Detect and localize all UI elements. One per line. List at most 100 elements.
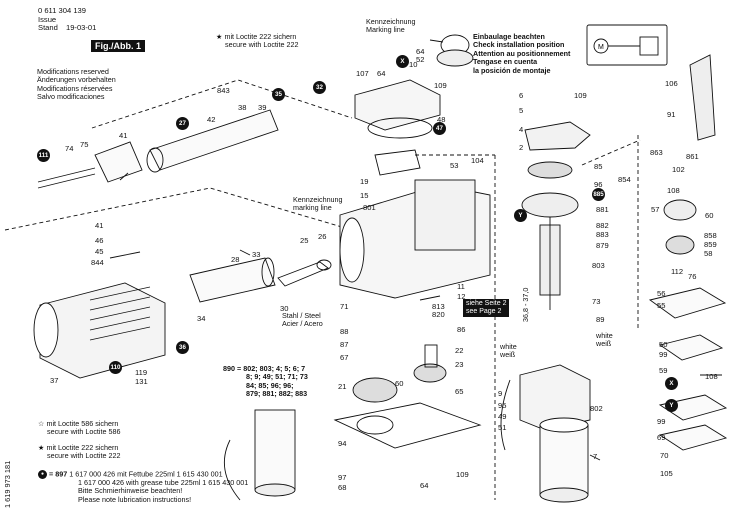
- part-callout: 813: [432, 302, 445, 311]
- part-callout: 48: [437, 115, 446, 124]
- part-callout: 89: [596, 315, 605, 324]
- marking-line-top: Kennzeichnung Marking line: [366, 17, 416, 35]
- part-callout: 64: [416, 47, 425, 56]
- wire-color-left: white weiß: [500, 342, 517, 360]
- part-callout: 88: [340, 327, 349, 336]
- part-callout: 105: [660, 469, 673, 478]
- callout-badge: Y: [514, 209, 527, 222]
- part-callout: 22: [455, 346, 464, 355]
- part-callout: 97: [338, 473, 347, 482]
- part-callout: 56: [657, 289, 666, 298]
- part-callout: 45: [95, 247, 104, 256]
- part-callout: 99: [659, 350, 668, 359]
- modifications-note: Modifications reserved Änderungen vorbeh…: [37, 67, 116, 102]
- part-callout: 11: [457, 282, 465, 291]
- part-callout: 73: [592, 297, 601, 306]
- part-callout: 39: [258, 103, 267, 112]
- part-callout: 106: [665, 79, 678, 88]
- part-callout: 109: [574, 91, 587, 100]
- loctite-586-note: ☆ mit Loctite 586 sichern secure with Lo…: [38, 419, 121, 437]
- part-callout: 60: [395, 379, 404, 388]
- part-callout: 69: [657, 433, 666, 442]
- marking-line-mid: Kennzeichnung marking line: [293, 195, 343, 213]
- part-callout: 104: [471, 156, 484, 165]
- part-callout: 843: [217, 86, 230, 95]
- issue-date: 19-03-01: [65, 23, 97, 33]
- part-callout: 854: [618, 175, 631, 184]
- part-callout: 85: [594, 162, 603, 171]
- callout-badge: X: [396, 55, 409, 68]
- part-callout: 859: [704, 240, 717, 249]
- star-icon: ★: [38, 443, 47, 452]
- part-callout: 108: [705, 372, 718, 381]
- part-callout: 67: [340, 353, 349, 362]
- callout-badge: 36: [176, 341, 189, 354]
- part-callout: 5: [519, 106, 524, 115]
- part-callout: 68: [338, 483, 347, 492]
- callout-badge: 111: [37, 149, 50, 162]
- part-callout: 64: [377, 69, 386, 78]
- part-callout: 58: [704, 249, 713, 258]
- part-callout: 881: [596, 205, 609, 214]
- part-callout: 64: [420, 481, 429, 490]
- part-callout: 10: [409, 60, 418, 69]
- part-callout: 53: [450, 161, 459, 170]
- part-callout: 119: [135, 368, 148, 377]
- part-callout: 6: [519, 91, 524, 100]
- part-callout: 882: [596, 221, 609, 230]
- figure-label: Fig./Abb. 1: [91, 40, 145, 52]
- part-callout: 4: [519, 125, 524, 134]
- document-header: 0 611 304 139 Issue Stand 19-03-01: [38, 6, 97, 33]
- part-callout: 46: [95, 236, 104, 245]
- part-callout: 109: [456, 470, 469, 479]
- part-callout: 38: [238, 103, 247, 112]
- callout-badge: 27: [176, 117, 189, 130]
- part-callout: 60: [705, 211, 714, 220]
- part-callout: 26: [318, 232, 327, 241]
- part-callout: 23: [455, 360, 464, 369]
- callout-badge: 885: [592, 188, 605, 201]
- part-callout: 102: [672, 165, 685, 174]
- part-callout: 59: [659, 366, 668, 375]
- part-callout: 96: [594, 180, 603, 189]
- callout-badge: 35: [272, 88, 285, 101]
- part-callout: 55: [657, 301, 666, 310]
- part-callout: 34: [197, 314, 206, 323]
- callout-badge: 32: [313, 81, 326, 94]
- part-callout: 49: [498, 412, 507, 421]
- part-callout: 820: [432, 310, 445, 319]
- part-callout: 883: [596, 230, 609, 239]
- part-callout: 41: [119, 131, 128, 140]
- kit-890-note: 890 = 802; 803; 4; 5; 6; 7 8; 9; 49; 51;…: [223, 364, 308, 399]
- part-callout: 28: [231, 255, 240, 264]
- issue-label: Issue: [38, 14, 57, 24]
- callout-badge: X: [665, 377, 678, 390]
- part-callout: 74: [65, 144, 74, 153]
- part-callout: 50: [659, 340, 668, 349]
- part-callout: 75: [80, 140, 89, 149]
- stand-label: Stand: [38, 23, 58, 33]
- part-callout: 803: [592, 261, 605, 270]
- part-callout: 95: [498, 401, 507, 410]
- grease-note: ● = 897 1 617 000 426 mit Fettube 225ml …: [38, 470, 248, 504]
- part-callout: 109: [434, 81, 447, 90]
- star-outline-icon: ☆: [38, 419, 47, 428]
- loctite-222-bottom-note: ★ mit Loctite 222 sichern secure with Lo…: [38, 443, 121, 461]
- side-code: 1 619 973 181: [3, 460, 12, 508]
- part-callout: 37: [50, 376, 59, 385]
- part-callout: 87: [340, 340, 349, 349]
- part-callout: 19: [360, 177, 369, 186]
- part-callout: 42: [207, 115, 216, 124]
- material-note: Stahl / Steel Acier / Acero: [282, 311, 323, 329]
- part-callout: 108: [667, 186, 680, 195]
- see-page-2-note: siehe Seite 2 see Page 2: [463, 299, 510, 317]
- svg-text:M: M: [598, 44, 604, 51]
- part-callout: 33: [252, 250, 261, 259]
- part-callout: 99: [657, 417, 666, 426]
- part-callout: 9: [498, 389, 503, 398]
- callout-badge: Y: [665, 399, 678, 412]
- callout-badge: 47: [433, 122, 446, 135]
- callout-badge: 110: [109, 361, 122, 374]
- part-callout: 107: [356, 69, 369, 78]
- part-callout: 94: [338, 439, 347, 448]
